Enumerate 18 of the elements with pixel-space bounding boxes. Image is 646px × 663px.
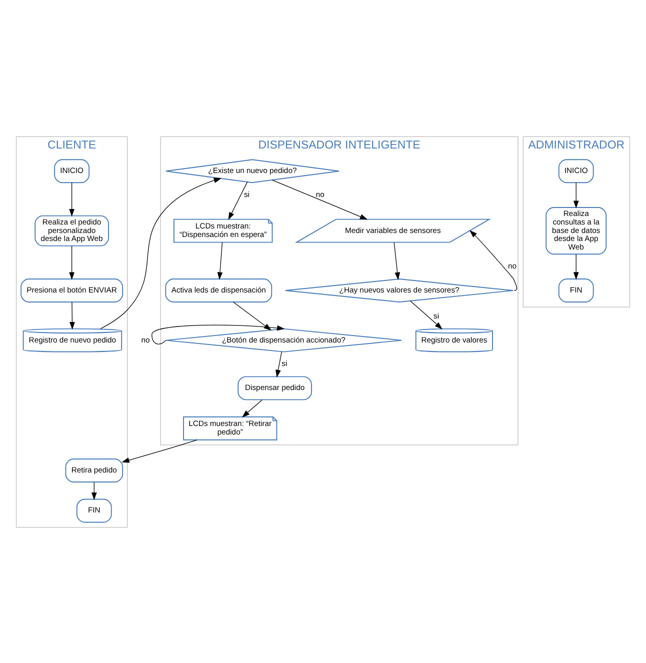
arrow bbox=[573, 253, 579, 280]
arrow bbox=[122, 439, 198, 462]
arrow bbox=[276, 350, 282, 378]
arrow bbox=[70, 301, 75, 330]
arrow bbox=[100, 177, 222, 329]
arrow bbox=[91, 481, 97, 500]
arrow bbox=[242, 399, 262, 417]
arrow bbox=[469, 230, 518, 290]
arrow bbox=[232, 301, 272, 330]
arrow bbox=[217, 242, 223, 280]
arrow bbox=[69, 245, 74, 280]
arrow bbox=[272, 179, 368, 220]
arrow bbox=[394, 242, 400, 280]
arrow bbox=[152, 324, 285, 344]
arrow bbox=[69, 182, 74, 216]
arrow bbox=[573, 182, 579, 208]
arrow bbox=[410, 300, 442, 329]
arrow bbox=[228, 181, 248, 220]
